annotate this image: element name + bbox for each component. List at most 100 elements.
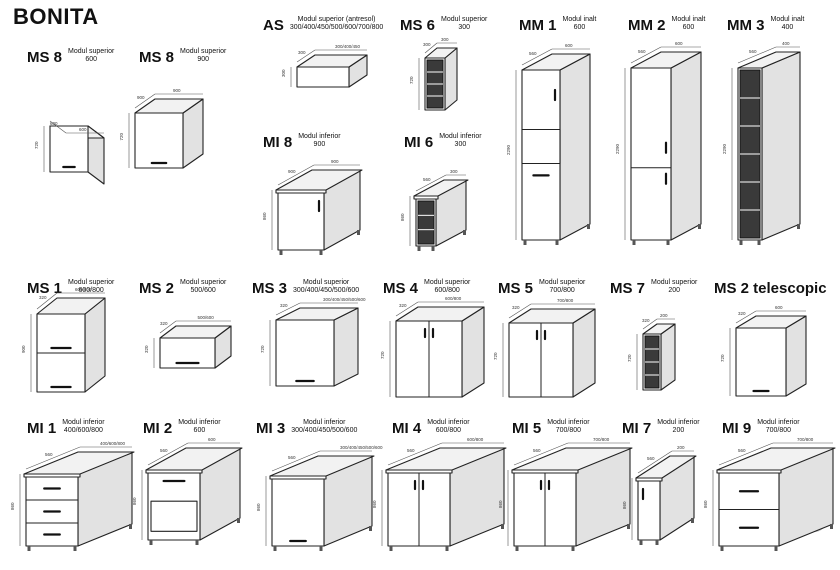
depth-dimension-label: 560 [533, 448, 541, 453]
module-widths: 400/600/800 [63, 427, 103, 434]
module-type: Modul superior [424, 279, 471, 286]
dimension-lines [502, 303, 595, 397]
cabinet-top [637, 455, 695, 479]
cabinet-front [521, 69, 561, 241]
module-label: AS Modul superior (antresol)300/400/450/5… [263, 16, 384, 36]
module-code: MS 6 [400, 17, 436, 34]
module-widths: 300 [458, 24, 471, 31]
cabinet-side [323, 455, 373, 547]
depth-dimension [424, 42, 438, 54]
depth-dimension-label: 900 [137, 95, 145, 100]
cabinet-top [521, 53, 591, 71]
depth-dimension [718, 442, 774, 466]
module-type: Modul inferior [427, 419, 470, 426]
cabinet-front [642, 333, 662, 391]
module-code: MS 1 [27, 280, 63, 297]
dimension-lines [128, 93, 203, 168]
module-type: Modul inferior [757, 419, 800, 426]
countertop-edge [635, 477, 663, 482]
cabinet-leg [698, 224, 701, 229]
cabinet-drawing [502, 303, 596, 398]
module-code: MI 7 [622, 420, 652, 437]
width-dimension-label: 300 [441, 37, 449, 42]
depth-dimension-label: 560 [160, 448, 168, 453]
module-widths: 300/400/450/500/600/700/800 [289, 24, 384, 31]
module-code: MI 6 [404, 134, 434, 151]
module-code: AS [263, 17, 284, 34]
cabinet-drawing [271, 164, 363, 255]
depth-dimension [134, 93, 156, 109]
module-code: MI 4 [392, 420, 422, 437]
cabinet-leg [463, 230, 466, 235]
depth-dimension [735, 310, 757, 324]
cabinet-front [277, 189, 325, 251]
cabinet-top [718, 447, 834, 471]
width-dimension-label: 400/600/800 [100, 441, 126, 446]
module-type: Modul inferior [178, 419, 221, 426]
height-dimension-label: 860 [498, 500, 503, 508]
height-dimension-label: 2290 [722, 143, 727, 154]
module-label: MS 2 telescopic [714, 281, 827, 299]
cabinet-top [147, 447, 241, 471]
cabinet-side [77, 451, 133, 547]
cabinet-side [660, 323, 676, 391]
height-dimension-label: 720 [380, 351, 385, 359]
module-widths: 300 [454, 141, 467, 148]
cabinet-drawing [418, 42, 458, 111]
cabinet-side [659, 455, 695, 541]
cabinet-front [134, 112, 184, 169]
cabinet-leg [279, 250, 283, 255]
depth-dimension [275, 302, 301, 316]
module-widths: 600 [573, 24, 586, 31]
cabinet-top [271, 455, 373, 477]
module-type: Modul inferior [547, 419, 590, 426]
cabinet-leg [555, 240, 559, 245]
cabinet-front [630, 67, 672, 241]
module-type: Modul inalt [770, 16, 805, 23]
dimension-lines [19, 446, 132, 546]
depth-dimension [630, 46, 662, 64]
cabinet-front [159, 337, 216, 369]
cabinet-top [159, 325, 232, 339]
height-dimension-label: 860 [703, 500, 708, 508]
cabinet-side [333, 307, 359, 387]
dimension-lines [624, 46, 701, 240]
cabinet-side [575, 447, 631, 547]
cabinet-drawing [290, 49, 368, 88]
module-code: MM 1 [519, 17, 557, 34]
cabinet-leg [319, 250, 323, 255]
module-type: Modul superior (antresol) [297, 16, 376, 23]
cabinet-leg [237, 518, 240, 523]
depth-dimension-label: 560 [738, 448, 746, 453]
cabinet-top [630, 51, 702, 69]
cabinet-leg [587, 224, 590, 229]
depth-dimension-label: 560 [529, 51, 537, 56]
cabinet-top [513, 447, 631, 471]
width-dimension-label: 600 [565, 43, 573, 48]
cabinet-drawing [265, 450, 375, 551]
countertop-surface [385, 447, 507, 471]
cabinet-top [395, 306, 485, 322]
cabinet-drawing [389, 301, 485, 398]
depth-dimension-label: 600 [50, 121, 58, 126]
dimension-lines [389, 301, 484, 397]
countertop-edge [145, 469, 203, 474]
cabinet-drawing [631, 450, 697, 545]
cabinet-side [84, 297, 106, 393]
cabinet-front [513, 469, 577, 547]
module-type: Modul inalt [671, 16, 706, 23]
dimension-lines [515, 48, 590, 240]
cabinet-leg [73, 546, 77, 551]
cabinet-leg [445, 546, 449, 551]
